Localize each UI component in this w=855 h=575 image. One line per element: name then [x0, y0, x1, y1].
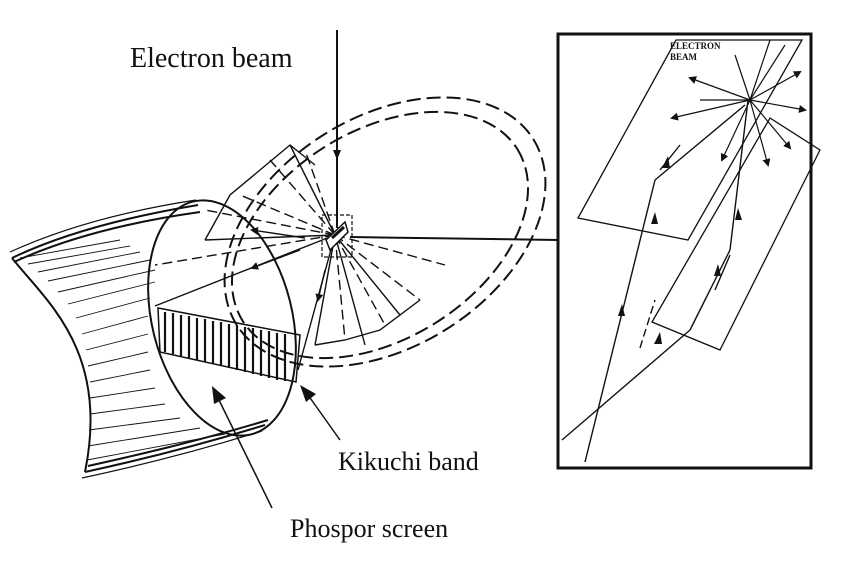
phosphor-screen-label: Phospor screen [290, 514, 448, 543]
inset-crystal-planes [577, 39, 821, 351]
phosphor-screen-cylinder [9, 199, 297, 479]
sample-specimen [321, 214, 353, 258]
diffraction-rays [154, 144, 446, 371]
inset-panel: ELECTRON BEAM [556, 32, 821, 470]
inset-path-arrows [618, 156, 742, 344]
pointer-arrows [212, 385, 341, 509]
inset-connector-line [349, 236, 559, 241]
inset-electron-label: ELECTRON [670, 41, 721, 51]
kikuchi-band-label: Kikuchi band [338, 447, 479, 476]
inset-beam-label: BEAM [670, 52, 698, 62]
diffraction-cone-ellipses [223, 96, 547, 368]
inset-beam-paths [561, 99, 749, 463]
electron-beam-label: Electron beam [130, 43, 293, 74]
kikuchi-band-pattern [157, 307, 301, 383]
inset-scatter-starburst [670, 39, 807, 167]
electron-beam [333, 30, 341, 228]
cylinder-hatching [19, 239, 226, 461]
